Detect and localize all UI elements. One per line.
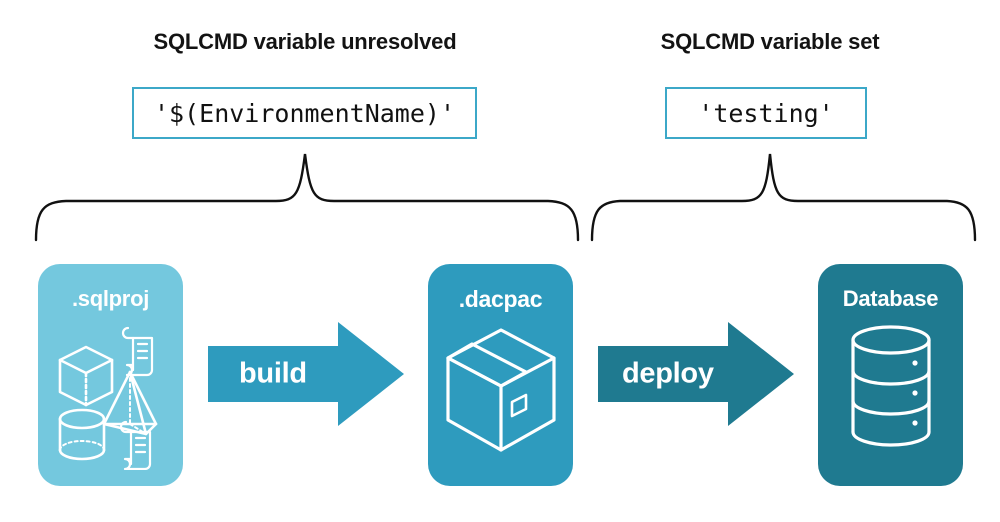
arrow-build-label: build xyxy=(239,357,307,390)
scroll-icon xyxy=(119,420,151,470)
sqlcmd-variable-unresolved-value-box: '$(EnvironmentName)' xyxy=(132,87,477,139)
sqlproj-artwork xyxy=(38,320,183,476)
scroll-icon xyxy=(121,326,153,377)
database-cylinder-icon xyxy=(850,325,931,447)
annotation-heading-left: SQLCMD variable unresolved xyxy=(153,29,457,54)
stage-card-database-title: Database xyxy=(842,286,939,311)
stage-card-sqlproj-title: .sqlproj xyxy=(71,286,150,311)
sqlcmd-variable-set-value-box: 'testing' xyxy=(665,87,867,139)
arrow-deploy-label: deploy xyxy=(622,357,714,390)
brace-group xyxy=(34,153,977,242)
stage-card-database: Database xyxy=(818,264,963,486)
brace-right-icon xyxy=(590,153,977,242)
package-box-icon xyxy=(445,328,556,452)
arrow-build: build xyxy=(208,318,404,430)
stage-card-sqlproj: .sqlproj xyxy=(38,264,183,486)
cube-icon xyxy=(58,345,113,407)
dacpac-artwork xyxy=(428,320,573,476)
cylinder-icon xyxy=(58,408,105,461)
annotation-heading-right: SQLCMD variable set xyxy=(660,29,880,54)
arrow-deploy-shape xyxy=(598,322,794,426)
arrow-deploy: deploy xyxy=(598,318,794,430)
stage-card-dacpac-title: .dacpac xyxy=(458,286,543,312)
arrow-build-shape xyxy=(208,322,404,426)
brace-left-icon xyxy=(34,153,580,242)
sqlproj-objects-icon xyxy=(58,326,157,470)
database-artwork xyxy=(818,320,963,476)
stage-card-dacpac: .dacpac xyxy=(428,264,573,486)
